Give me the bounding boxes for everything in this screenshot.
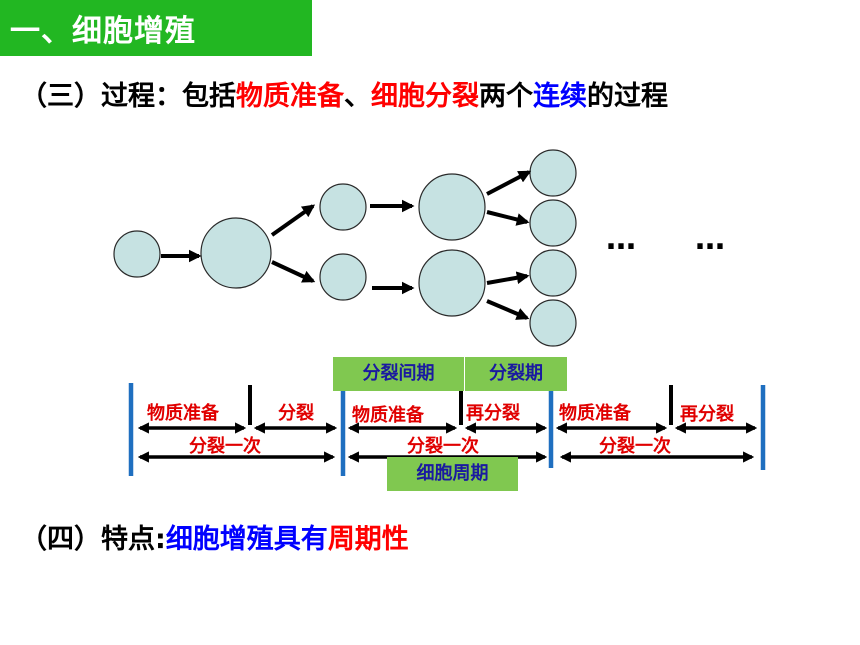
cell-gen2-c	[529, 249, 577, 297]
cell-gen1-top-grown	[418, 173, 486, 241]
process-red-2: 细胞分裂	[371, 81, 479, 112]
arrow-split-d	[486, 299, 530, 320]
arrow-split-a	[486, 170, 532, 196]
cell-gen0-grown	[200, 217, 272, 289]
process-mid: 两个	[479, 81, 533, 112]
label-prep-2: 物质准备	[352, 405, 424, 426]
process-sep: 、	[344, 81, 371, 112]
page-title: 一、细胞增殖	[10, 14, 196, 49]
label-prep-3: 物质准备	[559, 403, 631, 424]
label-prep-1: 物质准备	[147, 403, 219, 424]
label-once-2: 分裂一次	[407, 436, 479, 457]
feature-red: 周期性	[327, 524, 409, 555]
arrow-split-c	[486, 271, 530, 285]
cell-gen1-bottom-grown	[418, 249, 486, 317]
process-red-1: 物质准备	[236, 81, 344, 112]
label-divide-1: 分裂	[278, 403, 314, 424]
feature-blue: 细胞增殖具有	[165, 524, 328, 555]
tag-interphase: 分裂间期	[333, 357, 464, 391]
cell-gen2-d	[529, 299, 577, 347]
arrow-split-b	[486, 210, 530, 226]
title-banner: 一、细胞增殖	[0, 0, 312, 56]
cell-gen2-b	[529, 199, 577, 247]
feature-prefix: （四）特点:	[20, 524, 166, 555]
tag-mitosis: 分裂期	[465, 357, 567, 391]
label-once-3: 分裂一次	[599, 436, 671, 457]
ellipsis-2: …	[695, 222, 725, 257]
process-blue: 连续	[533, 81, 587, 112]
ellipsis-1: …	[606, 222, 636, 257]
process-suffix: 的过程	[587, 81, 668, 112]
arrow-divide-up	[270, 204, 316, 237]
label-divide-2: 再分裂	[466, 403, 520, 424]
tag-cell-cycle: 细胞周期	[387, 457, 518, 491]
feature-heading: （四）特点:细胞增殖具有周期性	[20, 517, 409, 556]
process-heading: （三）过程：包括物质准备、细胞分裂两个连续的过程	[20, 74, 668, 113]
arrow-divide-down	[271, 260, 316, 283]
cell-gen1-bottom	[319, 253, 367, 301]
cell-gen2-a	[529, 149, 577, 197]
label-divide-3: 再分裂	[680, 404, 734, 425]
process-prefix: （三）过程：包括	[20, 81, 236, 112]
label-once-1: 分裂一次	[189, 436, 261, 457]
cell-gen1-top	[319, 183, 367, 231]
cell-gen0	[113, 230, 161, 278]
